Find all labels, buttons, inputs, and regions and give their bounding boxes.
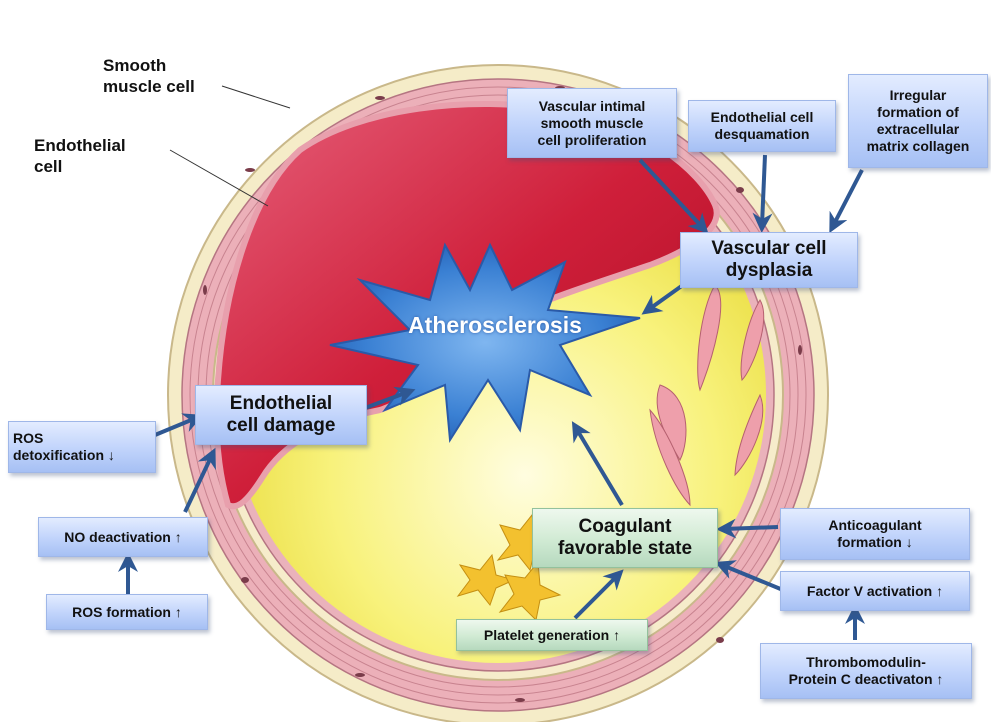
ros-formation-box: ROS formation ↑ (46, 594, 208, 630)
no-deactivation-box: NO deactivation ↑ (38, 517, 208, 557)
vascular-intimal-box: Vascular intimal smooth muscle cell prol… (507, 88, 677, 158)
platelet-generation-box: Platelet generation ↑ (456, 619, 648, 651)
smooth-muscle-pointer (222, 86, 290, 108)
coagulant-state-box: Coagulant favorable state (532, 508, 718, 568)
factor-v-box: Factor V activation ↑ (780, 571, 970, 611)
endothelial-damage-box: Endothelial cell damage (195, 385, 367, 445)
irregular-collagen-box: Irregular formation of extracellular mat… (848, 74, 988, 168)
ros-detox-box: ROS detoxification ↓ (8, 421, 156, 473)
vascular-dysplasia-box: Vascular cell dysplasia (680, 232, 858, 288)
anticoagulant-box: Anticoagulant formation ↓ (780, 508, 970, 560)
arrow-collagen-to-dysplasia (833, 170, 862, 226)
endothelial-desquamation-box: Endothelial cell desquamation (688, 100, 836, 152)
endothelial-cell-label: Endothelial cell (34, 135, 154, 177)
thrombomodulin-box: Thrombomodulin- Protein C deactivaton ↑ (760, 643, 972, 699)
smooth-muscle-label: Smooth muscle cell (103, 55, 223, 97)
atherosclerosis-label: Atherosclerosis (405, 312, 585, 339)
arrow-anticoag-to-coag (724, 527, 778, 529)
